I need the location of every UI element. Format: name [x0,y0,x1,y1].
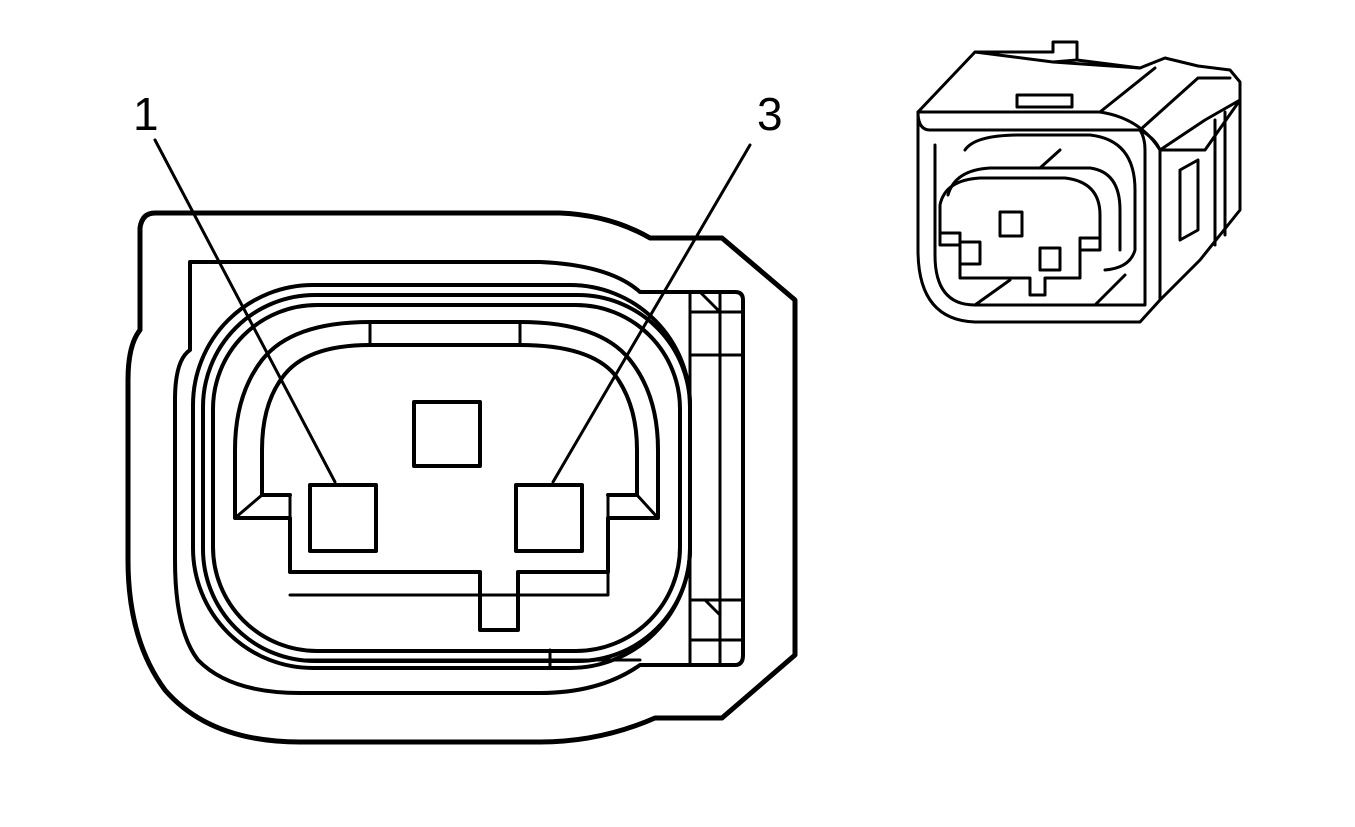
housing-outer-outline [125,210,798,745]
pin-cavity-3 [514,483,584,553]
iso-pin-cavity-3 [1038,246,1062,272]
terminal-insert-outline [233,320,660,632]
iso-pin-cavity-1 [958,240,982,266]
connector-isometric-view [916,40,1242,324]
pin-cavity-1 [308,483,378,553]
callout-label-pin-3: 3 [757,88,783,140]
iso-front-face [916,110,1162,324]
pin-cavity-2 [412,400,482,468]
leader-line-pin-1 [153,138,337,484]
iso-pin-cavity-2 [998,210,1024,238]
latch-ribs [688,290,745,667]
seal-ring-outer [191,283,692,670]
seal-ring-middle [201,293,692,663]
seal-ring-inner [211,303,682,653]
leader-line-pin-3 [551,143,752,484]
connector-face-view: 1 3 [125,88,798,745]
callout-label-pin-1: 1 [133,88,159,140]
